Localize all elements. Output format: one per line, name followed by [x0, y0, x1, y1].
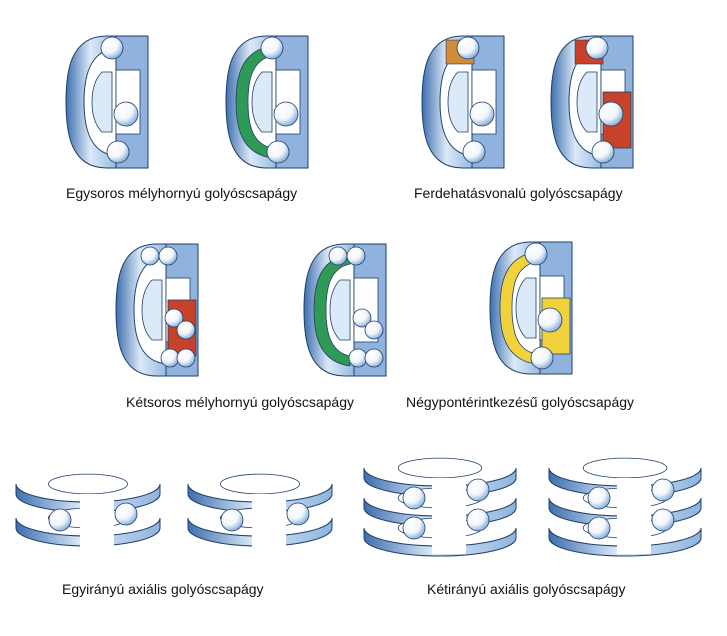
double-direction-thrust-bearing-flat	[363, 457, 517, 557]
side-seal	[235, 45, 273, 159]
washer	[15, 517, 161, 547]
caption-double-direction-thrust: Kétirányú axiális golyóscsapágy	[427, 581, 626, 597]
ball	[266, 140, 290, 164]
inner-ring	[141, 279, 163, 341]
ball	[160, 348, 180, 368]
ball	[348, 348, 368, 368]
washer-bore	[582, 457, 668, 479]
ball	[48, 508, 72, 532]
ball	[286, 502, 310, 526]
washer	[363, 527, 517, 557]
ball	[260, 36, 284, 60]
washer-bore	[397, 457, 483, 479]
ball	[100, 36, 124, 60]
side-seal	[313, 253, 351, 367]
angular-contact-bearing-red-cage	[550, 35, 634, 169]
washer	[548, 527, 702, 557]
ball	[114, 502, 138, 526]
double-direction-thrust-bearing-seated	[548, 457, 702, 557]
ball	[346, 246, 366, 266]
ball	[469, 101, 495, 127]
ball	[466, 478, 490, 502]
caption-four-point-contact: Négypontérintkezésű golyóscsapágy	[406, 394, 635, 410]
ball	[158, 246, 178, 266]
ball	[220, 508, 244, 532]
ball	[364, 320, 384, 340]
ball	[537, 307, 563, 333]
caption-angular-contact: Ferdehatásvonalú golyóscsapágy	[414, 185, 623, 201]
ball	[113, 101, 139, 127]
ball	[587, 486, 611, 510]
ball	[176, 348, 196, 368]
ball	[651, 478, 675, 502]
inner-ring	[329, 279, 351, 341]
washer-bore	[48, 473, 128, 495]
cutaway	[252, 494, 286, 554]
ball	[402, 486, 426, 510]
ball	[176, 320, 196, 340]
ball	[402, 516, 426, 540]
washer	[187, 517, 333, 547]
cutaway	[80, 494, 114, 554]
four-point-contact-bearing	[489, 241, 573, 375]
caption-double-row-deep-groove: Kétsoros mélyhornyú golyóscsapágy	[126, 394, 355, 410]
ball	[651, 508, 675, 532]
ball	[462, 140, 486, 164]
ball	[328, 246, 348, 266]
ball	[106, 140, 130, 164]
double-row-deep-groove-bearing-sealed	[303, 243, 387, 377]
ball	[164, 308, 184, 328]
ball	[466, 508, 490, 532]
side-seal	[499, 251, 537, 365]
inner-ring	[515, 277, 537, 339]
single-row-deep-groove-bearing-open	[65, 35, 149, 169]
washer-bore	[220, 473, 300, 495]
cutaway	[432, 478, 466, 554]
ball	[273, 101, 299, 127]
caption-single-row-deep-groove: Egysoros mélyhornyú golyóscsapágy	[66, 185, 298, 201]
ball	[456, 36, 480, 60]
ball	[598, 101, 624, 127]
ball	[530, 346, 554, 370]
single-direction-thrust-bearing-flat	[15, 473, 161, 554]
single-row-deep-groove-bearing-sealed	[225, 35, 309, 169]
angular-contact-bearing-brass-cage	[421, 35, 505, 169]
double-row-deep-groove-bearing-open	[115, 243, 199, 377]
ball	[585, 36, 609, 60]
inner-ring	[576, 71, 598, 133]
cutaway	[617, 478, 651, 554]
ball	[587, 516, 611, 540]
inner-ring	[91, 71, 113, 133]
single-direction-thrust-bearing-seated	[187, 473, 333, 554]
ball	[140, 246, 160, 266]
ball	[364, 348, 384, 368]
ball	[352, 308, 372, 328]
ball	[524, 242, 548, 266]
inner-ring	[251, 71, 273, 133]
ball	[591, 140, 615, 164]
caption-single-direction-thrust: Egyirányú axiális golyóscsapágy	[62, 581, 264, 597]
inner-ring	[447, 71, 469, 133]
